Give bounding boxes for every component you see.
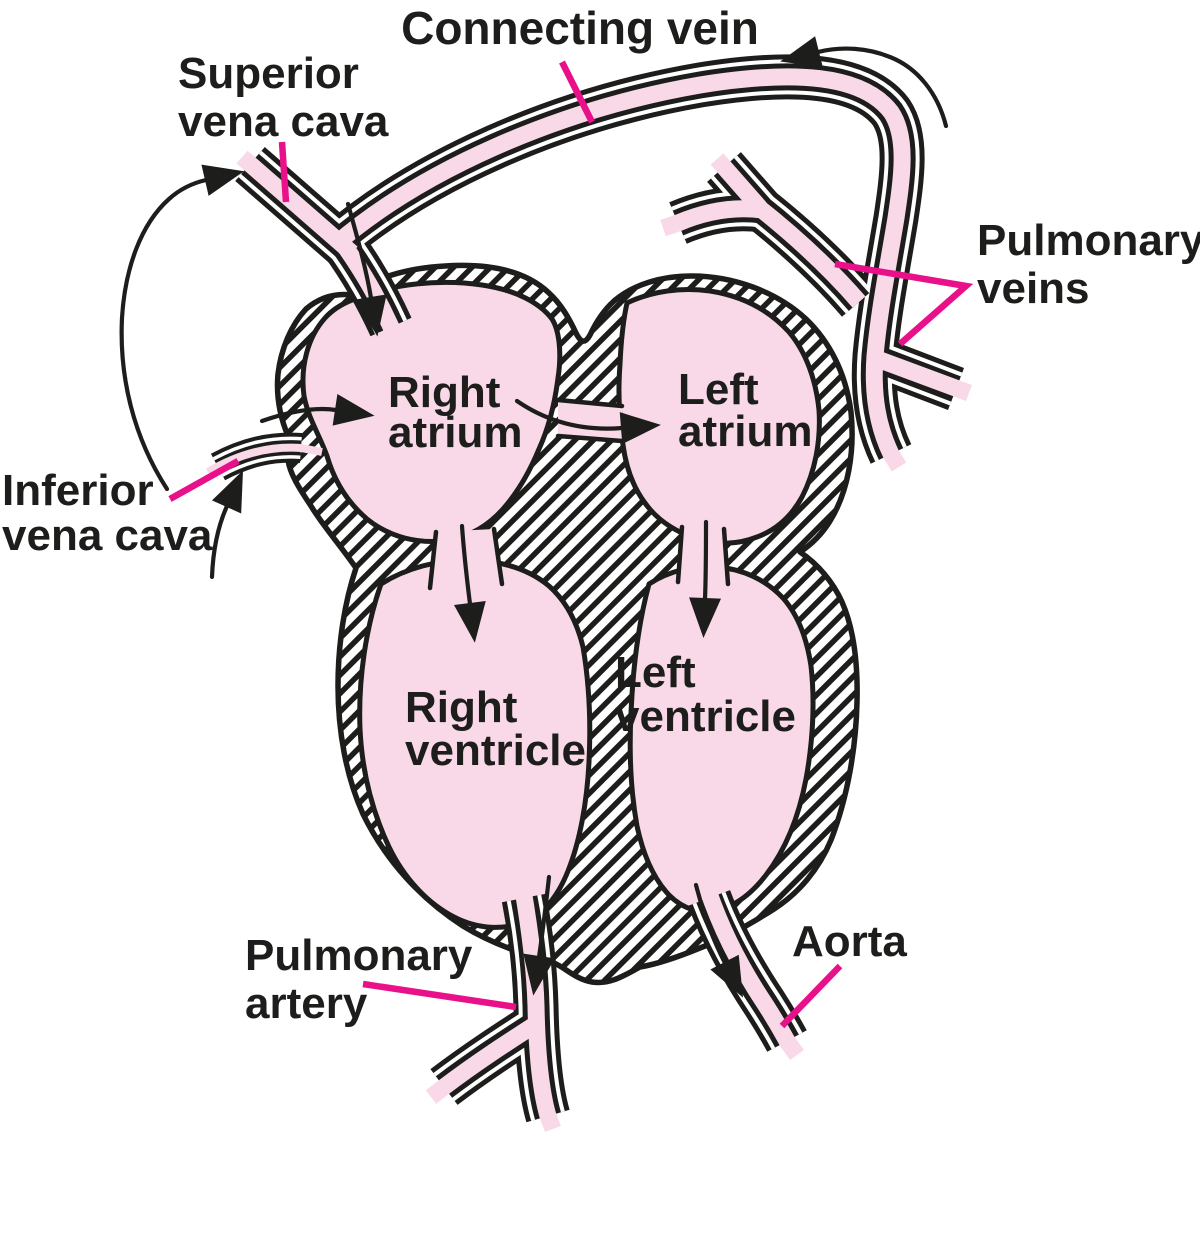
- arrow-left-ventricle-to-aorta: [693, 882, 744, 998]
- label-inferior-vena-cava-line2: vena cava: [2, 511, 213, 560]
- arrow-into-connecting-vein: [780, 36, 949, 129]
- leader-inferior-vena-cava: [168, 458, 240, 502]
- leader-connecting-vein: [559, 60, 595, 124]
- right-atrium-chamber: [300, 279, 563, 544]
- label-superior-vena-cava-line1: Superior: [178, 49, 359, 98]
- label-connecting-vein: Connecting vein: [401, 2, 759, 54]
- label-left-ventricle-line2: ventricle: [615, 692, 796, 741]
- arrow-right-atrium-to-right-ventricle: [453, 523, 486, 643]
- label-left-atrium-line1: Left: [678, 365, 759, 414]
- label-left-ventricle-line1: Left: [615, 648, 696, 697]
- label-pulmonary-veins-line2: veins: [977, 264, 1090, 313]
- right-ventricle-chamber: [357, 557, 593, 930]
- label-pulmonary-veins-line1: Pulmonary: [977, 216, 1200, 265]
- leader-lines: [168, 60, 974, 1029]
- arrow-right-atrium-to-left-atrium: [514, 398, 661, 445]
- arrow-right-ventricle-to-pulmonary-artery: [523, 874, 555, 996]
- leader-aorta: [779, 963, 843, 1029]
- label-aorta: Aorta: [792, 917, 907, 966]
- mitral-opening: [675, 524, 731, 587]
- arrow-systemic-return-arc: [119, 164, 244, 492]
- label-superior-vena-cava-line2: vena cava: [178, 97, 389, 146]
- label-left-atrium-line2: atrium: [678, 407, 812, 456]
- label-right-atrium-line2: atrium: [388, 408, 522, 457]
- leader-pulmonary-artery: [362, 980, 517, 1011]
- label-right-ventricle-line2: ventricle: [405, 726, 586, 775]
- arrow-ivc-into-right-atrium: [259, 394, 375, 426]
- leader-pulmonary-veins: [834, 260, 974, 347]
- flow-arrows: [119, 36, 949, 998]
- arrow-left-atrium-to-left-ventricle: [689, 519, 722, 638]
- foramen-opening: [555, 397, 625, 444]
- arrow-ivc-entry: [209, 470, 243, 580]
- label-right-ventricle-line1: Right: [405, 683, 518, 732]
- label-pulmonary-artery-line1: Pulmonary: [245, 931, 473, 980]
- left-ventricle-chamber: [627, 564, 816, 915]
- label-pulmonary-artery-line2: artery: [245, 979, 368, 1028]
- arrow-svc-into-right-atrium: [345, 201, 387, 337]
- label-inferior-vena-cava-line1: Inferior: [2, 466, 154, 515]
- label-right-atrium-line1: Right: [388, 368, 501, 417]
- leader-superior-vena-cava: [278, 141, 290, 203]
